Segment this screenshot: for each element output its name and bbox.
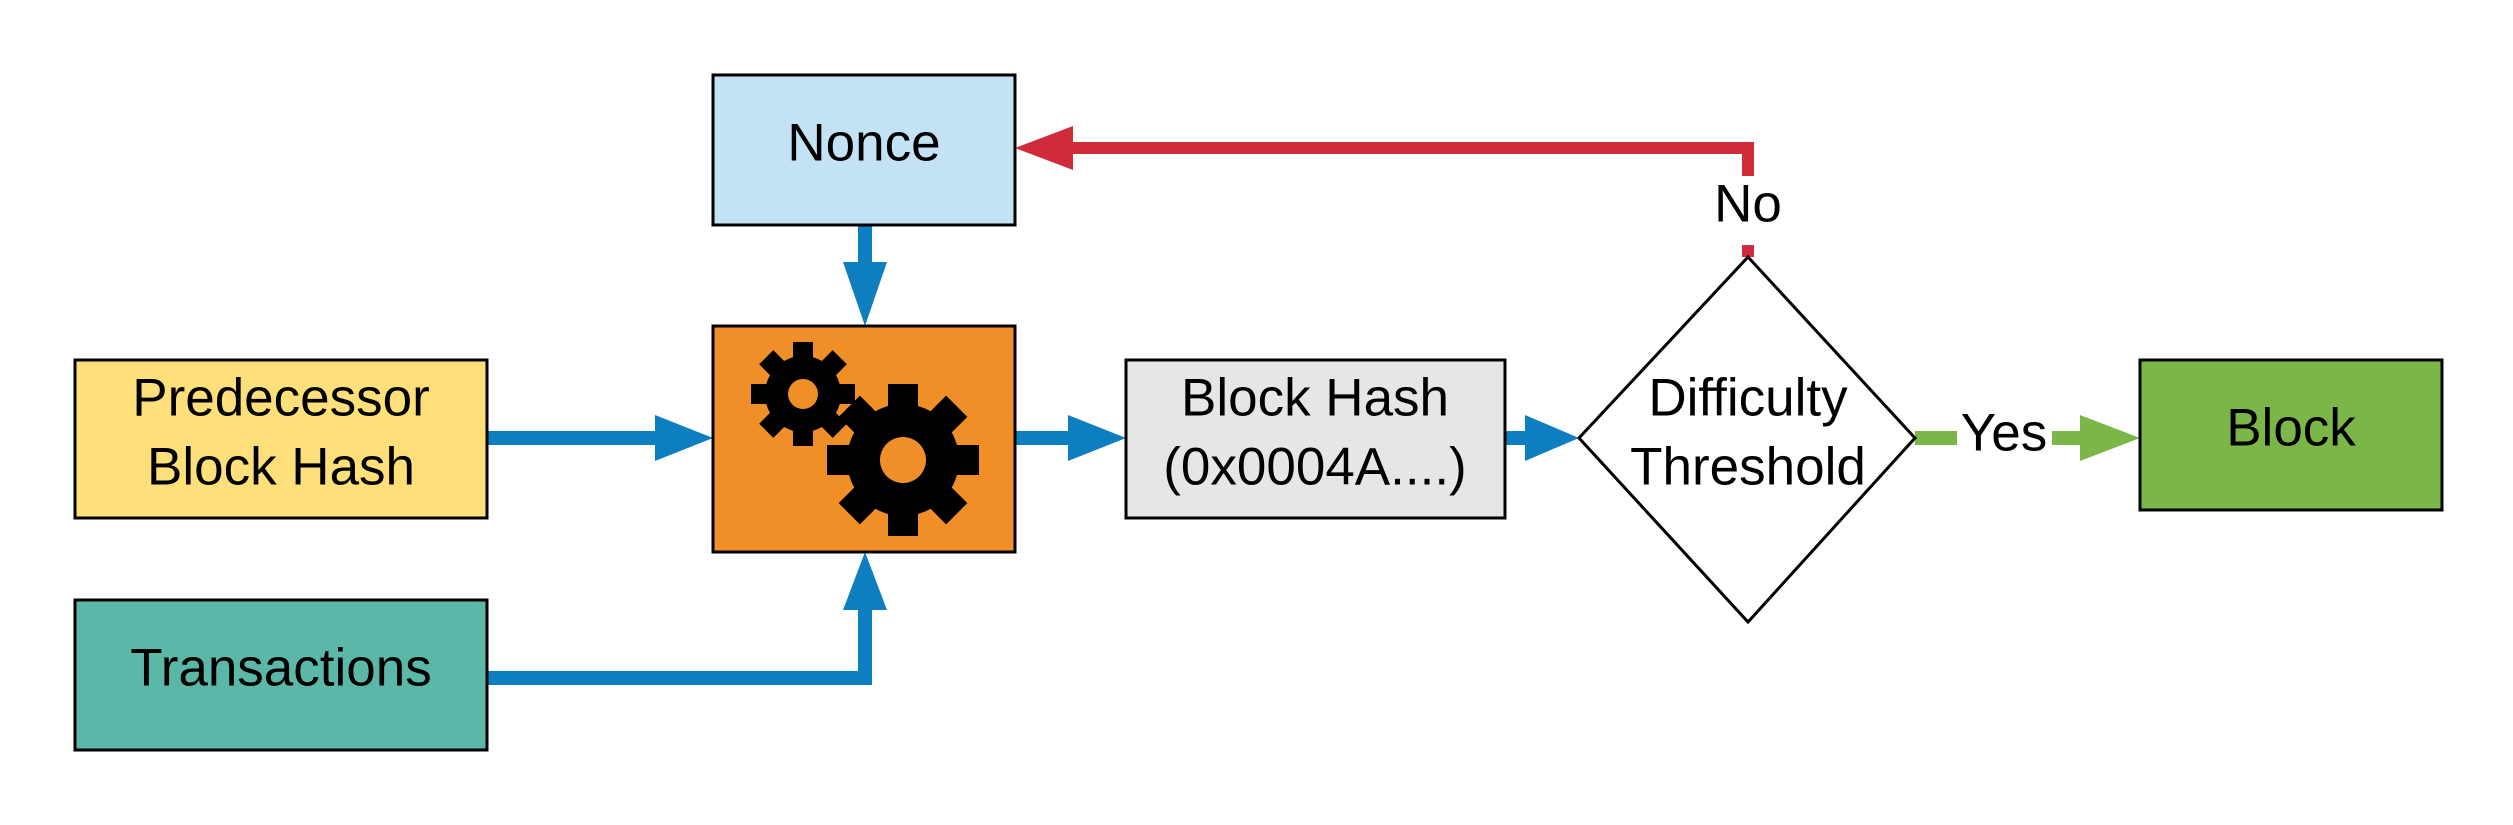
arrowhead-blockhash-to-difficulty — [1525, 415, 1579, 461]
block-node: Block — [2138, 358, 2444, 512]
no-edge-label: No — [1714, 175, 1782, 234]
difficulty-threshold-node: Difficulty Threshold — [1576, 254, 1918, 625]
large-gear-icon — [827, 384, 979, 536]
block-label: Block — [2226, 399, 2356, 458]
no-line-stub-bottom — [1742, 245, 1754, 257]
small-gear-icon — [751, 342, 855, 446]
nonce-label: Nonce — [787, 114, 940, 173]
difficulty-label-line2: Threshold — [1630, 438, 1866, 497]
yes-line-right — [2052, 431, 2084, 445]
block-box — [2138, 358, 2444, 512]
arrowhead-nonce-to-hash — [843, 262, 887, 326]
connector-blockhash-to-difficulty — [1505, 431, 1528, 445]
gears-icon — [751, 342, 979, 536]
no-line-horizontal — [1068, 142, 1754, 154]
connector-nonce-to-hash — [858, 226, 872, 262]
predecessor-box — [73, 358, 489, 520]
arrowhead-predecessor-to-hash — [655, 415, 713, 461]
no-arrowhead — [1015, 126, 1073, 170]
arrowhead-hash-to-blockhash — [1068, 415, 1126, 461]
yes-edge-label: Yes — [1961, 404, 2047, 463]
transactions-node: Transactions — [73, 598, 489, 752]
block-hash-label-line1: Block Hash — [1181, 369, 1449, 428]
transactions-box — [73, 598, 489, 752]
no-connector — [1015, 126, 1754, 257]
block-hash-label-line2: (0x0004A....) — [1163, 438, 1466, 497]
nonce-box — [711, 73, 1017, 227]
yes-line-left — [1915, 431, 1957, 445]
flow-connectors — [487, 226, 1579, 685]
predecessor-block-hash-node: Predecessor Block Hash — [73, 358, 489, 520]
predecessor-label-line2: Block Hash — [147, 438, 415, 497]
difficulty-label-line1: Difficulty — [1648, 369, 1848, 428]
connector-transactions-vertical — [858, 608, 872, 685]
yes-connector — [1915, 415, 2140, 461]
connector-transactions-horizontal — [487, 671, 872, 685]
predecessor-label-line1: Predecessor — [132, 369, 430, 428]
nonce-node: Nonce — [711, 73, 1017, 227]
block-hash-node: Block Hash (0x0004A....) — [1124, 358, 1507, 520]
connector-predecessor-to-hash — [487, 431, 657, 445]
transactions-label: Transactions — [130, 639, 431, 698]
arrowhead-transactions-to-hash — [843, 552, 887, 610]
difficulty-diamond — [1576, 254, 1918, 625]
block-hash-box — [1124, 358, 1507, 520]
hash-function-node — [711, 324, 1017, 554]
yes-arrowhead — [2080, 415, 2140, 461]
connector-hash-to-blockhash — [1015, 431, 1071, 445]
